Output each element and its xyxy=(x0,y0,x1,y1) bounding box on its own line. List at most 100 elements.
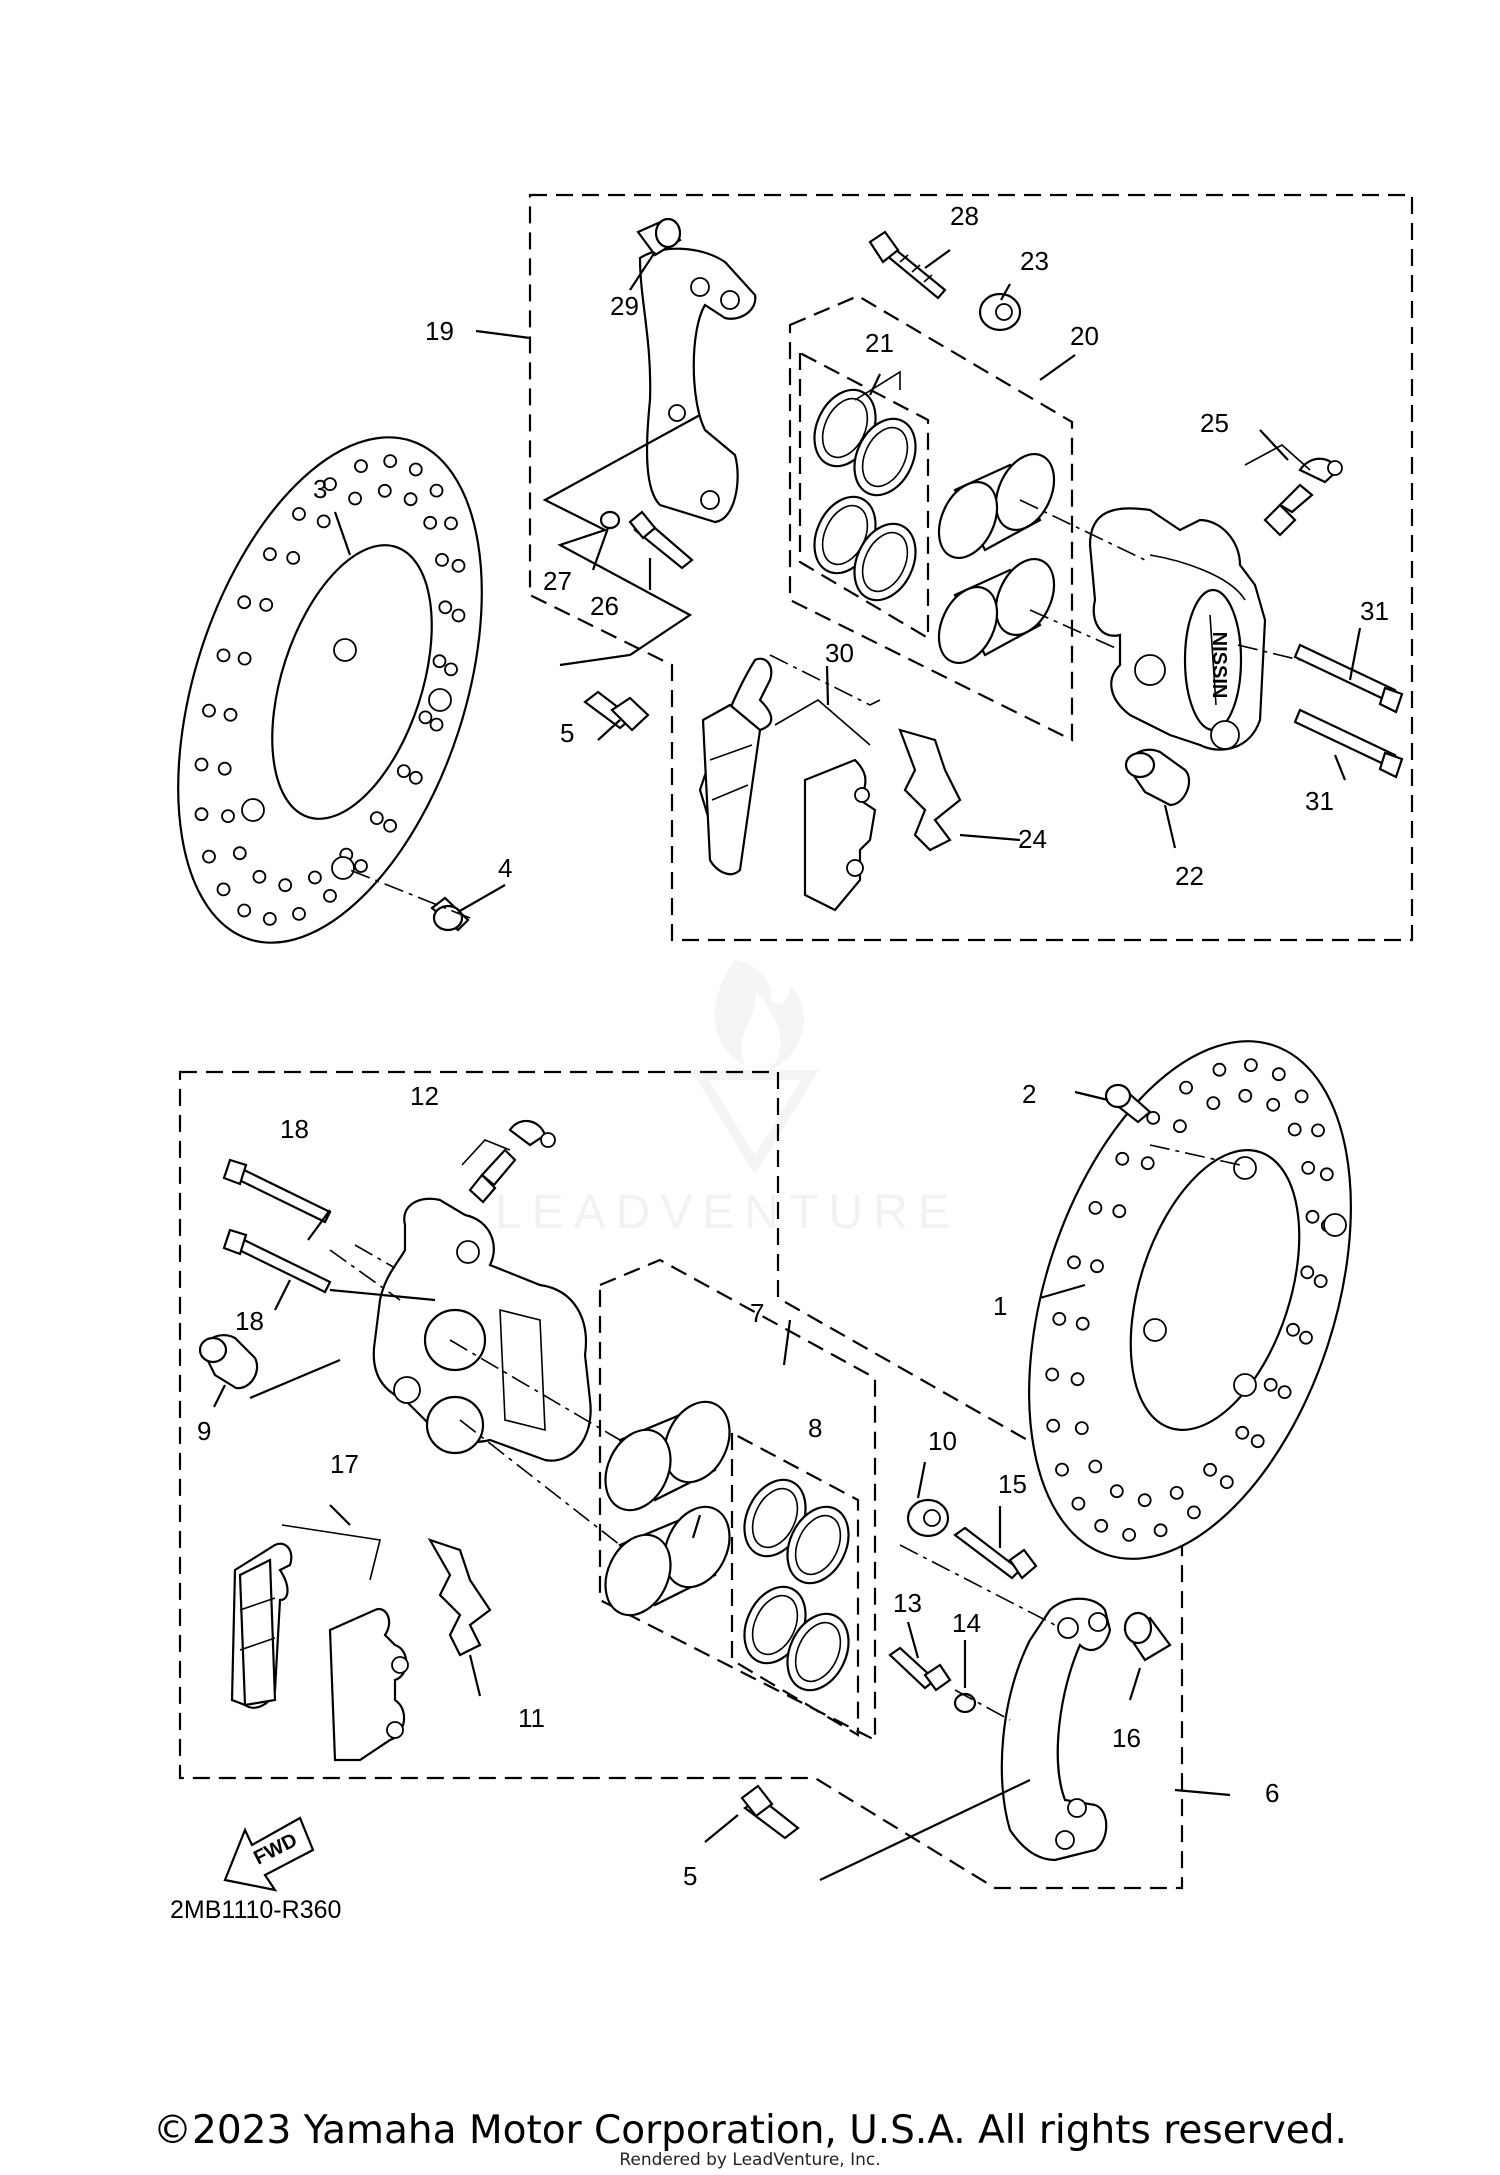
disc-vent-hole xyxy=(1052,1312,1067,1326)
disc-vent-hole xyxy=(1179,1080,1193,1095)
bolt-26 xyxy=(628,510,694,570)
disc-vent-hole xyxy=(1287,1122,1302,1137)
nut-23 xyxy=(978,292,1022,332)
callout-9: 9 xyxy=(197,1416,211,1446)
disc-vent-hole xyxy=(1313,1274,1328,1288)
disc-vent-hole xyxy=(1271,1067,1286,1082)
disc-vent-hole xyxy=(1187,1505,1201,1520)
disc-vent-hole xyxy=(1070,1372,1085,1387)
callout-2: 2 xyxy=(1022,1079,1036,1109)
disc-vent-hole xyxy=(1238,1088,1253,1103)
callout-5: 5 xyxy=(683,1861,697,1891)
callout-16: 16 xyxy=(1112,1723,1141,1753)
bolt-13 xyxy=(888,1646,952,1692)
disc-vent-hole xyxy=(1109,1484,1124,1499)
callout-27: 27 xyxy=(543,566,572,596)
brake-pads-upper xyxy=(698,657,877,912)
pad-pin-plug-lower xyxy=(1123,1611,1172,1662)
disc-vent-hole xyxy=(1067,1255,1081,1270)
bolt-22 xyxy=(1124,748,1191,807)
disc-vent-hole xyxy=(1137,1493,1152,1508)
disc-vent-hole xyxy=(451,558,466,573)
disc-vent-hole xyxy=(438,600,453,615)
disc-vent-hole xyxy=(354,859,368,873)
bleeder-valve-lower xyxy=(468,1119,556,1204)
disc-vent-hole xyxy=(252,869,267,884)
disc-vent-hole xyxy=(1203,1462,1217,1477)
disc-vent-hole xyxy=(451,608,466,623)
disc-vent-hole xyxy=(1046,1418,1061,1433)
disc-vent-hole xyxy=(354,459,368,474)
callout-15: 15 xyxy=(998,1469,1027,1499)
disc-vent-hole xyxy=(383,454,398,469)
disc-vent-hole xyxy=(1074,1421,1089,1435)
bleeder-valve-upper xyxy=(1263,457,1343,537)
callout-22: 22 xyxy=(1175,861,1204,891)
disc-vent-hole xyxy=(403,492,418,507)
disc-vent-hole xyxy=(237,903,252,918)
piston-seal-kit-lower xyxy=(743,1478,850,1692)
disc-vent-hole xyxy=(1173,1119,1187,1134)
disc-vent-hole xyxy=(1235,1425,1250,1440)
disc-vent-hole xyxy=(429,717,444,732)
upper-caliper-assembly: NISSIN xyxy=(177,193,1414,944)
pad-pin-plug xyxy=(636,217,682,257)
fwd-arrow: FWD xyxy=(223,1816,315,1892)
disc-vent-hole xyxy=(418,710,433,725)
disc-vent-hole xyxy=(237,595,252,610)
disc-vent-hole xyxy=(369,811,384,825)
disc-vent-hole xyxy=(1090,1259,1104,1274)
disc-vent-hole xyxy=(216,648,231,663)
callout-24: 24 xyxy=(1018,824,1047,854)
disc-vent-hole xyxy=(1219,1475,1234,1489)
callout-labels: 19 29 28 23 20 21 25 3 27 26 31 30 5 31 … xyxy=(197,201,1389,1891)
callout-1: 1 xyxy=(993,1291,1007,1321)
disc-vent-hole xyxy=(377,483,392,498)
callout-23: 23 xyxy=(1020,246,1049,276)
callout-18: 18 xyxy=(235,1306,264,1336)
leadventure-watermark: LEADVENTURE xyxy=(495,960,960,1239)
piston-seal-kit-upper xyxy=(813,388,917,602)
nut-10 xyxy=(906,1498,950,1538)
bolt-5-upper xyxy=(583,690,650,732)
callout-31: 31 xyxy=(1305,786,1334,816)
disc-vent-hole xyxy=(1112,1204,1127,1219)
disc-vent-hole xyxy=(423,515,438,530)
disc-vent-hole xyxy=(202,703,216,718)
brake-pads-lower xyxy=(230,1542,409,1762)
disc-vent-hole xyxy=(232,846,247,861)
disc-vent-hole xyxy=(1071,1496,1086,1511)
disc-vent-hole xyxy=(1140,1156,1155,1171)
disc-vent-hole xyxy=(262,547,277,562)
disc-vent-hole xyxy=(1263,1377,1278,1392)
watermark-text: LEADVENTURE xyxy=(495,1186,960,1239)
disc-vent-hole xyxy=(432,654,447,669)
disc-vent-hole xyxy=(1146,1111,1161,1125)
callout-10: 10 xyxy=(928,1426,957,1456)
disc-vent-hole xyxy=(1250,1434,1265,1449)
disc-vent-hole xyxy=(1286,1322,1300,1337)
disc-vent-hole xyxy=(444,516,458,531)
callout-20: 20 xyxy=(1070,321,1099,351)
callout-26: 26 xyxy=(590,591,619,621)
disc-vent-hole xyxy=(323,889,337,903)
caliper-body-upper: NISSIN xyxy=(1088,507,1267,751)
disc-vent-hole xyxy=(1169,1486,1184,1500)
callout-5: 5 xyxy=(560,718,574,748)
disc-vent-hole xyxy=(237,651,252,666)
callout-21: 21 xyxy=(865,328,894,358)
copyright-notice: ©2023 Yamaha Motor Corporation, U.S.A. A… xyxy=(153,2108,1347,2153)
disc-vent-hole xyxy=(262,912,277,926)
brake-disc-lower xyxy=(1028,1040,1352,1560)
callout-17: 17 xyxy=(330,1449,359,1479)
disc-vent-hole xyxy=(1115,1151,1130,1166)
bolt-9 xyxy=(198,1334,259,1390)
bolt-5-lower xyxy=(740,1784,800,1840)
disc-vent-hole xyxy=(202,849,216,864)
bolt-28 xyxy=(868,230,947,300)
disc-vent-hole xyxy=(217,761,232,776)
disc-vent-hole xyxy=(194,807,209,822)
washer-14 xyxy=(953,1692,977,1714)
disc-vent-hole xyxy=(1294,1089,1309,1104)
